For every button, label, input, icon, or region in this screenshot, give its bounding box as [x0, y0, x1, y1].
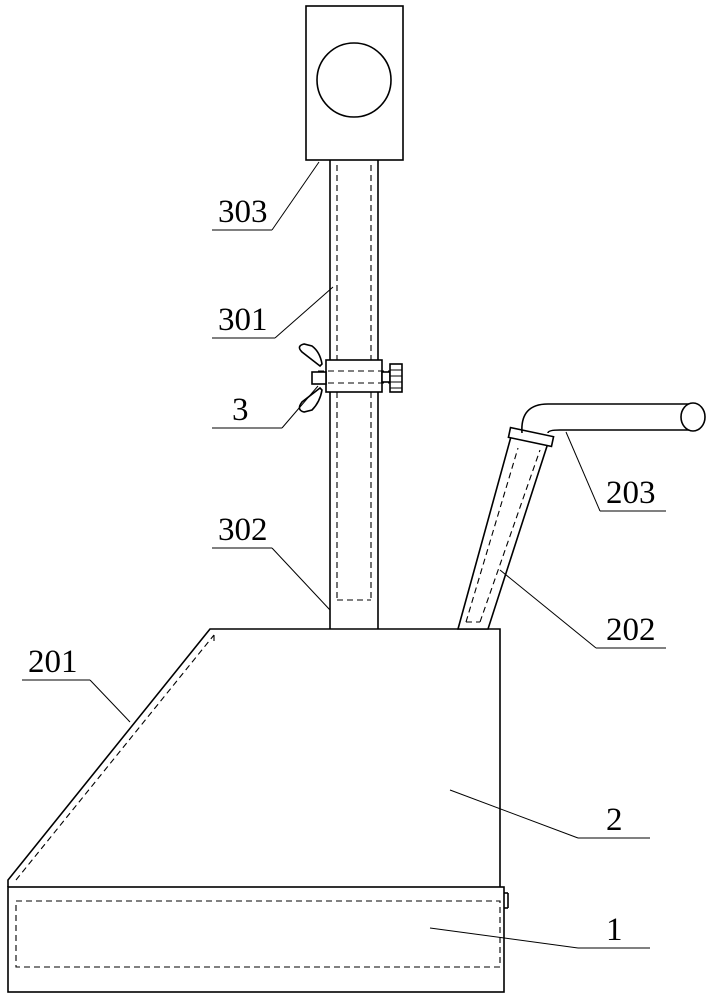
label-203: 203	[606, 475, 656, 511]
base-part-1	[7, 886, 509, 993]
label-1: 1	[606, 912, 623, 948]
body-part-2	[7, 628, 501, 887]
label-302: 302	[218, 512, 268, 548]
leader-lines	[22, 161, 666, 949]
bent-handle-203	[521, 402, 706, 434]
head-part-303	[305, 5, 404, 161]
label-303: 303	[218, 194, 268, 230]
label-2: 2	[606, 802, 623, 838]
part-labels: 303 301 3 302 201 203 202 2 1	[28, 194, 656, 948]
vertical-pole	[329, 160, 379, 629]
label-3: 3	[232, 392, 249, 428]
clamp-part-3	[298, 343, 403, 413]
label-301: 301	[218, 302, 268, 338]
label-202: 202	[606, 612, 656, 648]
label-201: 201	[28, 644, 78, 680]
inclined-pipe-202	[456, 426, 555, 630]
